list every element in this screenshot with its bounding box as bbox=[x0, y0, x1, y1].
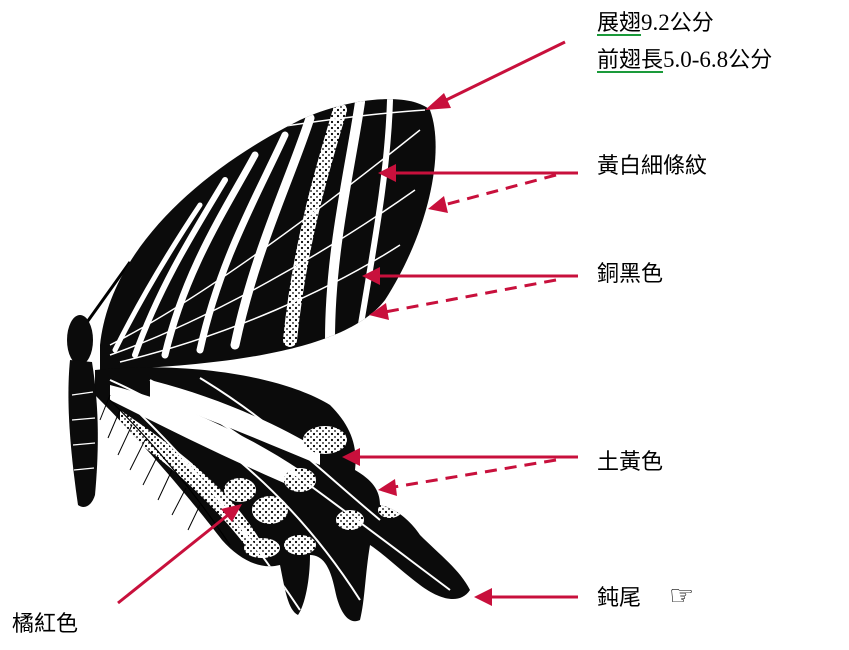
copper-black-label: 銅黑色 bbox=[597, 262, 664, 287]
arrow-stripes-solid bbox=[378, 164, 578, 182]
pointing-hand-icon: ☞ bbox=[669, 579, 695, 612]
yellow-white-stripes-label: 黃白細條紋 bbox=[597, 154, 708, 179]
wingspan-unit: 公分 bbox=[669, 11, 714, 36]
forewing-unit: 公分 bbox=[728, 48, 773, 73]
arrow-wingspan bbox=[425, 40, 566, 110]
body bbox=[67, 315, 98, 507]
arrow-copper-dashed bbox=[369, 278, 557, 320]
arrow-earth-solid bbox=[342, 448, 578, 466]
arrow-tail bbox=[474, 588, 578, 606]
antenna bbox=[83, 261, 132, 326]
wingspan-label: 展翅9.2公分 bbox=[597, 10, 714, 37]
arrow-orange-red bbox=[117, 504, 242, 605]
wingspan-prefix: 展翅 bbox=[597, 11, 642, 36]
wingspan-value: 9.2 bbox=[641, 10, 670, 35]
earth-yellow-label: 土黃色 bbox=[597, 450, 664, 475]
hindwing-pattern bbox=[109, 377, 451, 611]
forewing-stripes bbox=[109, 99, 426, 363]
arrow-earth-dashed bbox=[378, 458, 557, 496]
forewing-value: 5.0-6.8 bbox=[663, 47, 729, 72]
arrow-copper-solid bbox=[362, 267, 578, 285]
blunt-tail-text: 鈍尾 bbox=[597, 586, 642, 611]
forewing-prefix: 前翅長 bbox=[597, 48, 664, 73]
hindwing bbox=[95, 367, 470, 622]
arrow-stripes-dashed bbox=[428, 173, 557, 213]
forewing-length-label: 前翅長5.0-6.8公分 bbox=[597, 47, 772, 74]
blunt-tail-label: 鈍尾 ☞ bbox=[597, 582, 694, 612]
forewing bbox=[100, 99, 436, 370]
orange-red-label: 橘紅色 bbox=[12, 612, 79, 637]
